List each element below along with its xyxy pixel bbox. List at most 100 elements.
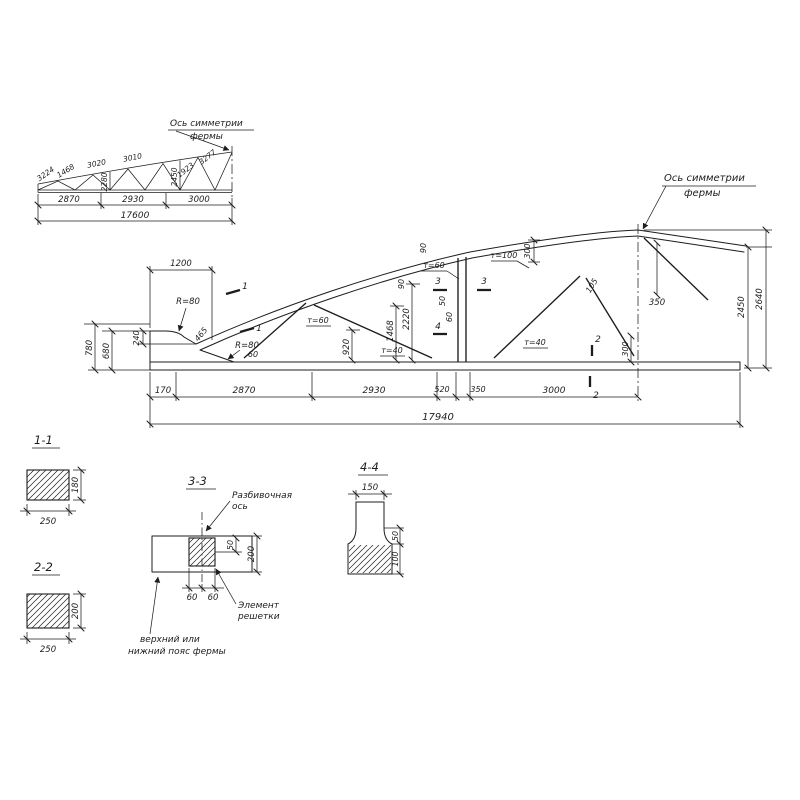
- main-dim-300-right: 300: [621, 341, 630, 356]
- section-3-3-chord-band: [151, 535, 253, 573]
- overview-diag-dim-1: 3224: [35, 165, 56, 183]
- main-dim-90a: 90: [397, 279, 406, 289]
- main-dim-60-left: 60: [248, 350, 258, 359]
- section-2-2-width: 250: [40, 645, 56, 655]
- main-label-underlines: [306, 185, 756, 357]
- section-3-3-chord-label-line1: верхний или: [140, 635, 200, 645]
- overview-dim-2930: 2930: [122, 195, 144, 205]
- main-dim-520: 520: [434, 385, 449, 394]
- section-1-1: 1-1 250 180: [20, 433, 86, 527]
- section-1-1-height: 180: [71, 477, 81, 493]
- main-weld-t60-left: т=60: [307, 316, 329, 325]
- section-3-3-title: 3-3: [188, 474, 207, 488]
- section-3-3-element-label-line1: Элемент: [237, 601, 280, 611]
- main-dim-1200: 1200: [170, 259, 192, 269]
- overview-dim-total: 17600: [121, 211, 150, 221]
- section-1-1-title: 1-1: [34, 433, 53, 447]
- main-cut-3-right: 3: [481, 277, 487, 287]
- section-4-4: 4-4 150 50 100: [347, 460, 404, 578]
- main-dimension-ticks: [91, 226, 770, 428]
- main-axis-label-line2: фермы: [684, 188, 721, 199]
- main-dim-240: 240: [132, 330, 141, 345]
- main-dim-total: 17940: [422, 412, 454, 423]
- section-3-3-axis-label-line1: Разбивочная: [232, 491, 293, 501]
- main-chords: [149, 229, 747, 371]
- main-dim-465: 465: [193, 326, 210, 343]
- main-dim-680: 680: [102, 343, 112, 359]
- section-1-1-dimension-lines: [20, 469, 86, 516]
- overview-axis-label-line1: Ось симметрии: [170, 119, 243, 129]
- main-dim-350-bottom: 350: [470, 385, 485, 394]
- main-dim-3000: 3000: [543, 386, 566, 396]
- main-dim-2870: 2870: [233, 386, 256, 396]
- section-3-3-dimension-ticks: [185, 532, 261, 592]
- main-radius-bottom: R=80: [235, 341, 259, 351]
- section-3-3-chord-label-line2: нижний пояс фермы: [128, 647, 226, 657]
- main-dim-780: 780: [85, 340, 95, 356]
- section-4-4-dimension-lines: [348, 490, 404, 575]
- main-web-members: [243, 237, 709, 362]
- section-3-3-dim-60b: 60: [208, 593, 219, 603]
- section-1-1-profile: [26, 469, 70, 501]
- main-cut-3-left: 3: [435, 277, 441, 287]
- section-4-4-dimension-ticks: [352, 490, 404, 578]
- section-3-3-dim-200: 200: [247, 546, 257, 562]
- overview-truss: Ось симметрии фермы 3224 1468 3020 2280 …: [34, 119, 254, 225]
- main-radius-top-leader: [177, 307, 187, 332]
- main-axis-leader: [642, 185, 667, 230]
- main-radius-top: R=80: [176, 297, 200, 307]
- main-dim-2640: 2640: [755, 288, 765, 310]
- section-2-2-profile: [26, 593, 70, 629]
- overview-dim-3000: 3000: [188, 195, 210, 205]
- main-dim-2220: 2220: [402, 308, 412, 330]
- section-3-3-dim-50: 50: [226, 540, 235, 550]
- main-dim-60-mid: 60: [445, 312, 454, 322]
- main-cut-4: 4: [435, 322, 441, 332]
- section-3-3-dim-60a: 60: [187, 593, 198, 603]
- overview-dimension-ticks: [34, 201, 236, 225]
- main-cut-1-upper: 1: [242, 282, 248, 292]
- main-weld-t60-top: т=60: [423, 261, 445, 270]
- main-axis-label-line1: Ось симметрии: [664, 173, 745, 184]
- section-3-3-axis-label-line2: ось: [232, 502, 248, 512]
- section-2-2-dimension-lines: [20, 593, 86, 644]
- main-cut-marks: [225, 288, 594, 387]
- overview-diag-dim-7: 1923: [175, 160, 196, 179]
- main-dim-300-top: 300: [523, 243, 532, 258]
- main-dim-350-top: 350: [649, 298, 665, 308]
- section-3-3-element-label-line2: решетки: [237, 612, 280, 622]
- main-cut-2-upper: 2: [595, 335, 601, 345]
- main-weld-t40-right: т=40: [524, 338, 546, 347]
- section-2-2: 2-2 250 200: [20, 560, 86, 655]
- overview-diag-dim-2: 1468: [55, 162, 76, 180]
- section-4-4-dim-150: 150: [362, 483, 378, 493]
- section-4-4-dim-50: 50: [391, 531, 400, 541]
- overview-axis-leader: [175, 130, 230, 151]
- main-cut-2-lower: 2: [593, 391, 599, 401]
- main-truss: Ось симметрии фермы 1200 240 R=80 R=80 4…: [84, 173, 772, 428]
- main-dim-920: 920: [342, 339, 352, 355]
- main-dim-50-mid: 50: [438, 296, 447, 306]
- section-1-1-width: 250: [40, 517, 56, 527]
- overview-dimension-lines: [37, 193, 233, 225]
- overview-dim-2870: 2870: [58, 195, 80, 205]
- main-weld-t100: т=100: [491, 251, 518, 260]
- main-dim-2450: 2450: [737, 296, 747, 318]
- overview-axis-label-line2: фермы: [190, 132, 223, 142]
- main-weld-t40-left: т=40: [381, 346, 403, 355]
- section-2-2-dimension-ticks: [23, 590, 85, 643]
- section-4-4-title: 4-4: [360, 460, 379, 474]
- overview-diag-dim-5: 3010: [122, 151, 143, 164]
- section-3-3-chord-leader: [149, 576, 161, 635]
- section-2-2-title: 2-2: [34, 560, 53, 574]
- section-1-1-dimension-ticks: [23, 466, 85, 515]
- section-3-3: 3-3 Разбивочная ось Элемент решетки верх…: [128, 474, 293, 657]
- overview-diag-dim-8: 3277: [197, 147, 218, 166]
- main-radius-bottom-leader: [227, 349, 241, 360]
- main-dim-170: 170: [155, 386, 171, 396]
- overview-diag-dim-6: 2450: [170, 167, 179, 186]
- main-cut-1-lower: 1: [256, 324, 262, 334]
- main-dim-90b: 90: [419, 243, 428, 253]
